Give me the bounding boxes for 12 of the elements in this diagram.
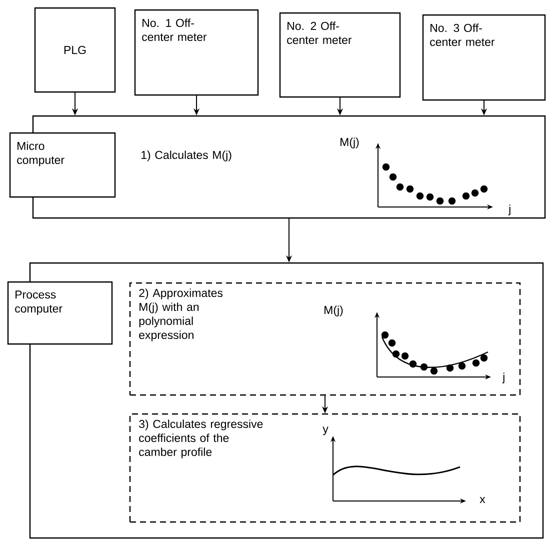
axis-label: y — [322, 426, 328, 436]
axis-label: j — [502, 372, 504, 384]
process-box: PLG — [34, 7, 116, 93]
axis-label: M(j) — [324, 306, 343, 316]
axis-label: j — [508, 204, 510, 216]
axis-label: x — [480, 496, 486, 504]
process-box: No. 1 Off-center meter — [134, 9, 259, 96]
axis-label: M(j) — [340, 138, 359, 148]
process-box: No. 3 Off-center meter — [422, 14, 546, 101]
process-box: No. 2 Off-center meter — [279, 12, 401, 98]
process-box: Process computer — [7, 281, 113, 345]
process-box: Micro computer — [9, 132, 116, 198]
